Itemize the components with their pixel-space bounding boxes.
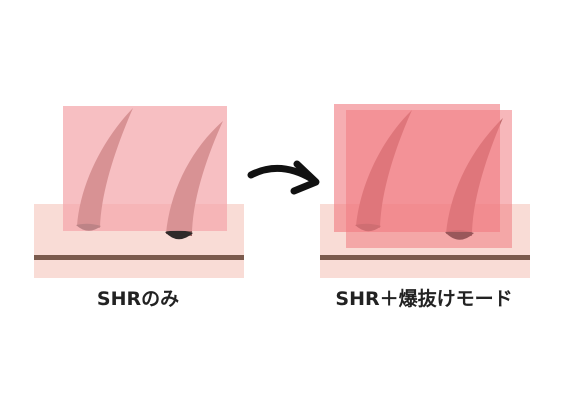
panel-shr-plus-boost: SHR＋爆抜けモード xyxy=(320,104,530,310)
panel-shr-only: SHRのみ xyxy=(34,106,244,310)
skin-line xyxy=(320,255,530,260)
curved-arrow-right-icon xyxy=(247,160,320,195)
follicle-bulb xyxy=(165,230,193,240)
caption-shr-only: SHRのみ xyxy=(97,288,179,310)
caption-shr-plus-boost: SHR＋爆抜けモード xyxy=(335,287,512,310)
skin-line xyxy=(34,255,244,260)
light-overlay-boost xyxy=(346,110,512,248)
light-overlay-shr xyxy=(63,106,227,231)
